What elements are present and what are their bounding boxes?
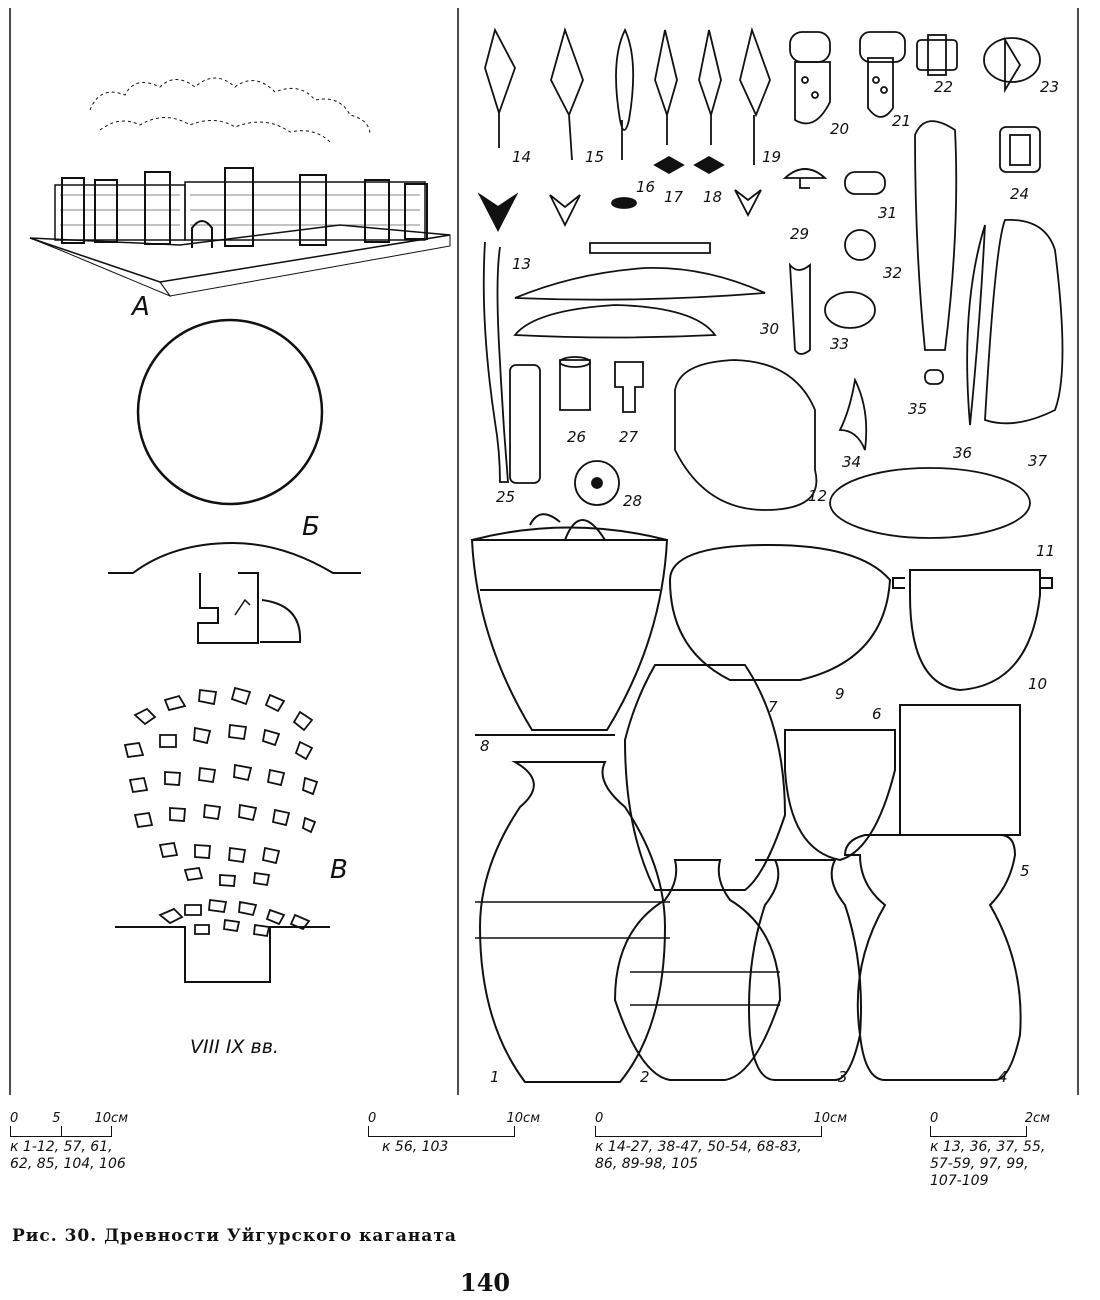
scale-4-tick-0: 0 — [930, 1111, 939, 1126]
object-number-6: 6 — [872, 705, 882, 723]
object-number-37: 37 — [1028, 452, 1048, 470]
object-number-2: 2 — [640, 1068, 650, 1086]
scale-3-refs-line-1: к 14-27, 38-47, 50-54, 68-83, — [595, 1139, 802, 1155]
object-number-36: 36 — [953, 444, 973, 462]
object-number-10: 10 — [1028, 675, 1048, 693]
object-number-15: 15 — [585, 148, 605, 166]
object-number-5: 5 — [1020, 862, 1030, 880]
object-number-19: 19 — [762, 148, 782, 166]
figure-caption: Рис. 30. Древности Уйгурского каганата — [12, 1226, 457, 1246]
scale-bar-1: 0 5 10см к 1-12, 57, 61, 62, 85, 104, 106 — [10, 1110, 180, 1173]
object-number-26: 26 — [567, 428, 587, 446]
object-number-28: 28 — [623, 492, 643, 510]
panel-label-a: А — [132, 292, 150, 322]
object-number-24: 24 — [1010, 185, 1030, 203]
panel-label-b: Б — [302, 512, 320, 542]
object-number-12: 12 — [808, 487, 828, 505]
object-number-32: 32 — [883, 264, 903, 282]
object-number-33: 33 — [830, 335, 850, 353]
object-number-25: 25 — [496, 488, 516, 506]
vessels — [470, 513, 1053, 1083]
object-number-11: 11 — [1036, 542, 1056, 560]
scale-2-tick-1: 10см — [506, 1111, 541, 1126]
object-number-31: 31 — [878, 204, 898, 222]
object-number-29: 29 — [790, 225, 810, 243]
object-number-3: 3 — [838, 1068, 848, 1086]
object-number-18: 18 — [703, 188, 723, 206]
object-number-35: 35 — [908, 400, 928, 418]
scale-3-tick-1: 10см — [813, 1111, 848, 1126]
object-number-27: 27 — [619, 428, 639, 446]
object-number-16: 16 — [636, 178, 656, 196]
object-number-23: 23 — [1040, 78, 1060, 96]
scale-bar-2: 0 10см к 56, 103 — [368, 1110, 548, 1156]
object-number-4: 4 — [998, 1068, 1008, 1086]
scale-bar-4: 0 2см к 13, 36, 37, 55, 57-59, 97, 99, 10… — [930, 1110, 1080, 1190]
scale-4-refs-line-3: 107-109 — [930, 1173, 989, 1189]
scale-1-refs-line-1: к 1-12, 57, 61, — [10, 1139, 113, 1155]
object-number-17: 17 — [664, 188, 684, 206]
object-number-14: 14 — [512, 148, 532, 166]
mound-plan-circle — [136, 318, 324, 506]
scale-3-refs-line-2: 86, 89-98, 105 — [595, 1156, 699, 1172]
object-number-34: 34 — [842, 453, 862, 471]
buckles — [789, 31, 1041, 173]
period-label: VIII IX вв. — [190, 1036, 279, 1058]
scale-3-tick-0: 0 — [595, 1111, 604, 1126]
object-number-21: 21 — [892, 112, 912, 130]
object-number-9: 9 — [835, 685, 845, 703]
scale-bar-3: 0 10см к 14-27, 38-47, 50-54, 68-83, 86, … — [595, 1110, 875, 1173]
bone-objects — [482, 120, 1064, 539]
object-number-20: 20 — [830, 120, 850, 138]
scale-4-refs-line-2: 57-59, 97, 99, — [930, 1156, 1029, 1172]
object-number-8: 8 — [480, 737, 490, 755]
arrowheads — [477, 26, 771, 232]
object-number-1: 1 — [490, 1068, 500, 1086]
scale-1-refs-line-2: 62, 85, 104, 106 — [10, 1156, 126, 1172]
scale-4-refs-line-1: к 13, 36, 37, 55, — [930, 1139, 1046, 1155]
scale-2-refs-line-1: к 56, 103 — [382, 1139, 449, 1155]
object-number-7: 7 — [768, 698, 778, 716]
scale-4-tick-1: 2см — [1024, 1111, 1050, 1126]
page-number: 140 — [460, 1268, 511, 1297]
stone-mound — [115, 686, 330, 983]
scale-1-tick-1: 5 — [52, 1111, 61, 1126]
mound-section — [108, 541, 361, 644]
panel-label-v: В — [330, 855, 348, 885]
scale-1-tick-2: 10см — [94, 1111, 129, 1126]
scale-2-tick-0: 0 — [368, 1111, 377, 1126]
fortress-drawing — [29, 77, 451, 298]
object-number-22: 22 — [934, 78, 954, 96]
object-number-13: 13 — [512, 255, 532, 273]
object-number-30: 30 — [760, 320, 780, 338]
scale-1-tick-0: 0 — [10, 1111, 19, 1126]
